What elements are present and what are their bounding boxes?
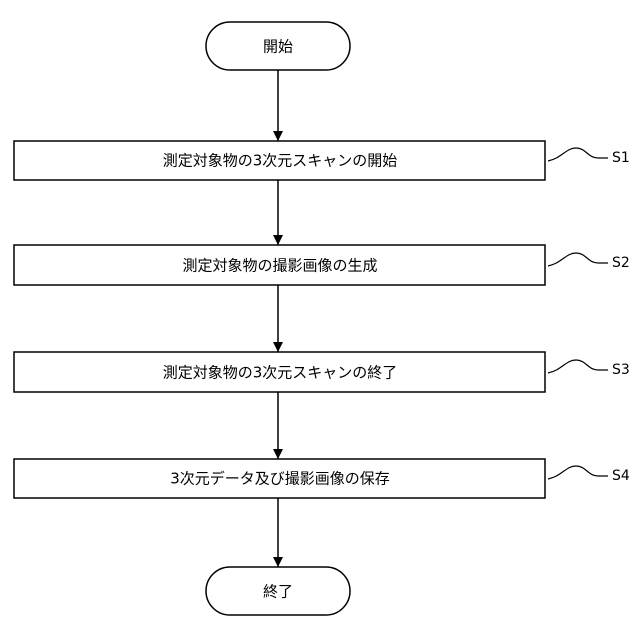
- process-step-s2-text: 測定対象物の撮影画像の生成: [182, 257, 377, 275]
- start-terminal: 開始: [206, 22, 350, 70]
- step-label-s4: S4: [612, 468, 630, 484]
- step-label-s2: S2: [612, 255, 630, 271]
- end-terminal-label: 終了: [263, 583, 293, 601]
- process-step-s3-text: 測定対象物の3次元スキャンの終了: [163, 364, 398, 382]
- process-step-s4: 3次元データ及び撮影画像の保存: [14, 459, 545, 498]
- end-terminal: 終了: [206, 567, 350, 615]
- leader-line-s3: [548, 360, 608, 373]
- step-label-s3: S3: [612, 362, 630, 378]
- process-step-s4-text: 3次元データ及び撮影画像の保存: [170, 470, 390, 488]
- process-step-s1-text: 測定対象物の3次元スキャンの開始: [163, 152, 398, 170]
- process-step-s2: 測定対象物の撮影画像の生成: [14, 245, 545, 285]
- step-label-s1: S1: [612, 150, 630, 166]
- process-step-s1: 測定対象物の3次元スキャンの開始: [14, 141, 545, 180]
- start-terminal-label: 開始: [263, 38, 293, 56]
- leader-line-s4: [548, 466, 608, 479]
- leader-line-s2: [548, 253, 608, 266]
- process-step-s3: 測定対象物の3次元スキャンの終了: [14, 352, 545, 392]
- leader-line-s1: [548, 148, 608, 161]
